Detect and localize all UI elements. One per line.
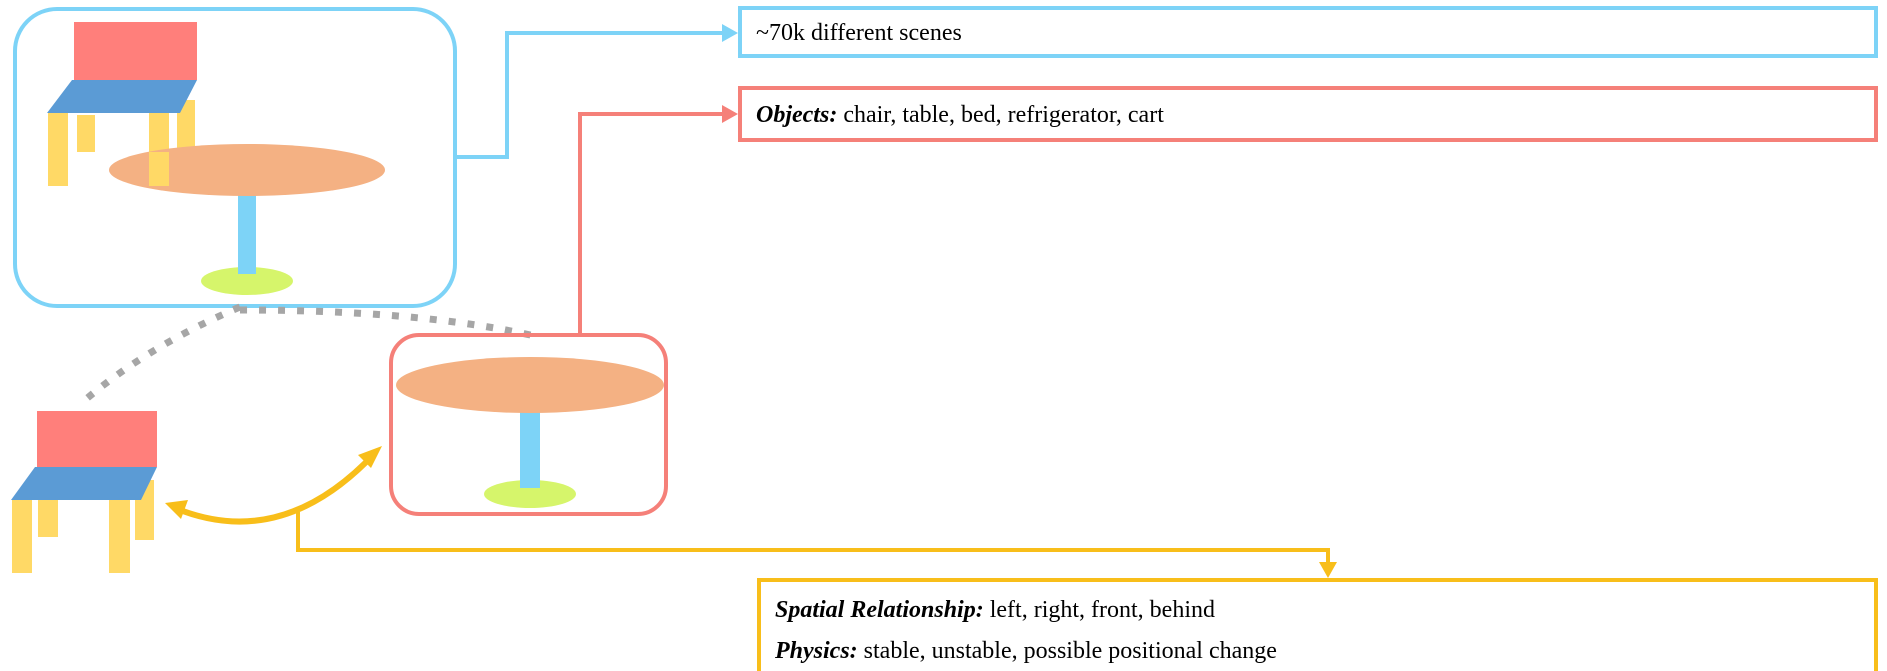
spatial-line: Spatial Relationship: left, right, front…: [775, 590, 1874, 631]
dotted-link-left: [82, 303, 242, 403]
scene-table-icon: [109, 144, 385, 295]
relations-label-box: Spatial Relationship: left, right, front…: [757, 578, 1878, 671]
standalone-chair-icon: [11, 411, 157, 573]
physics-line: Physics: stable, unstable, possible posi…: [775, 631, 1874, 671]
physics-text: stable, unstable, possible positional ch…: [863, 638, 1277, 664]
object-table-icon: [396, 357, 664, 508]
scene-connector: [455, 31, 730, 159]
relation-connector: [296, 512, 1330, 570]
object-arrowhead: [722, 105, 738, 123]
relation-arrowhead-right: [358, 446, 382, 468]
objects-key: Objects:: [756, 102, 838, 128]
spatial-text: left, right, front, behind: [989, 597, 1215, 623]
scenes-label-box: ~70k different scenes: [738, 6, 1878, 58]
physics-key: Physics:: [775, 638, 858, 664]
object-connector: [578, 112, 730, 335]
dotted-link-right: [239, 306, 536, 340]
relation-arrowhead: [1319, 562, 1337, 578]
spatial-key: Spatial Relationship:: [775, 597, 984, 623]
relation-curve-arrow: [173, 450, 378, 525]
object-frame: [389, 333, 668, 516]
objects-text: chair, table, bed, refrigerator, cart: [843, 102, 1164, 128]
scenes-text: ~70k different scenes: [756, 20, 962, 46]
objects-label-box: Objects: chair, table, bed, refrigerator…: [738, 86, 1878, 142]
relation-arrowhead-left: [165, 500, 188, 519]
scene-arrowhead: [722, 24, 738, 42]
